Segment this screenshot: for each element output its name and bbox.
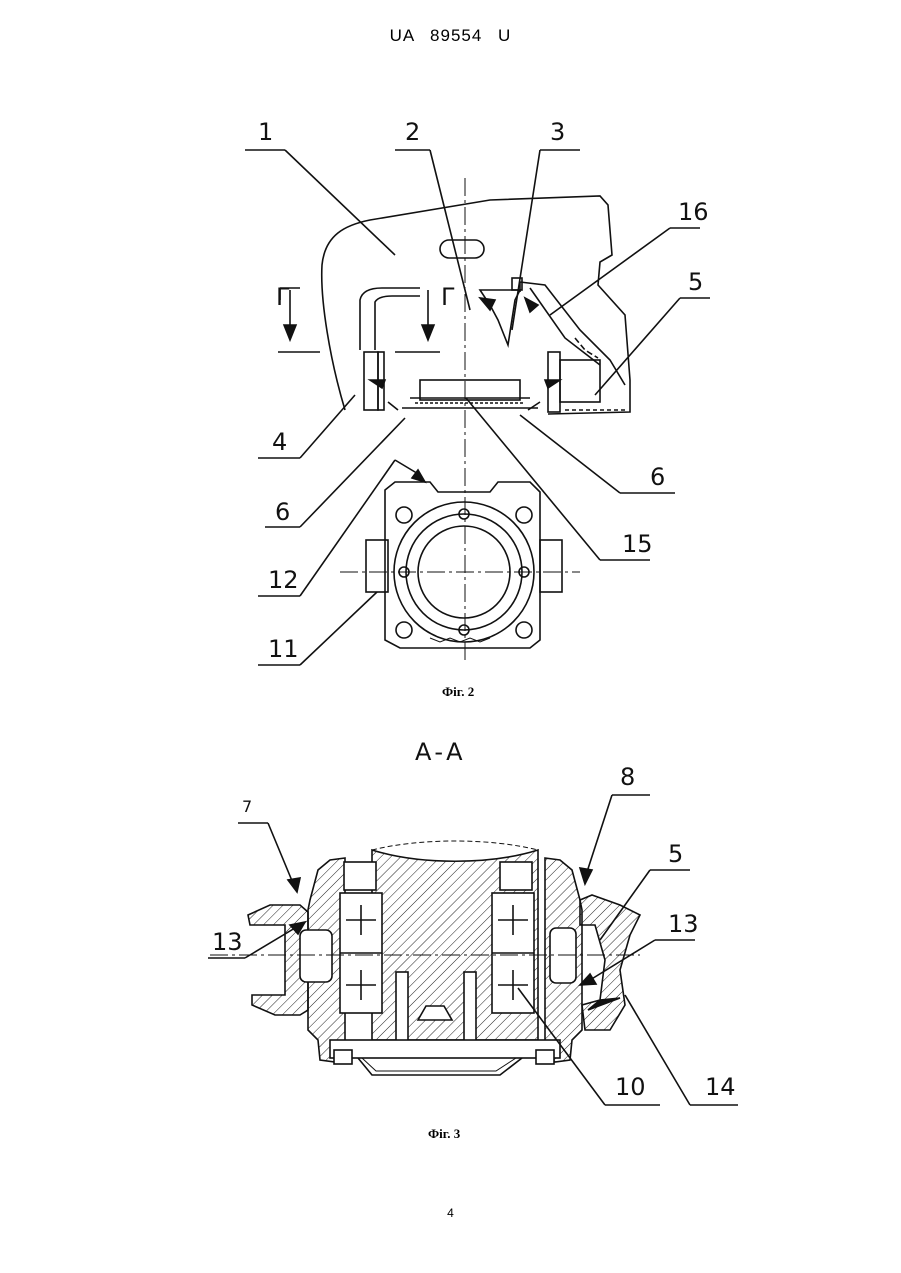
section-mark-left: Г xyxy=(276,283,291,311)
fig2-caption: Фіг. 2 xyxy=(442,684,474,700)
fig2-label-6-right: 6 xyxy=(650,463,665,491)
fig2-label-5: 5 xyxy=(688,268,703,296)
fig3-caption: Фіг. 3 xyxy=(428,1126,460,1142)
fig2-label-1: 1 xyxy=(258,118,273,146)
fig3-label-5: 5 xyxy=(668,840,683,868)
fig3-label-7: 7 xyxy=(242,797,252,816)
fig2-label-3: 3 xyxy=(550,118,565,146)
fig3-label-13-left: 13 xyxy=(212,928,243,956)
fig3-label-14: 14 xyxy=(705,1073,736,1101)
fig2-label-11: 11 xyxy=(268,635,299,663)
fig3-label-10: 10 xyxy=(615,1073,646,1101)
section-mark-right: Г xyxy=(441,283,456,311)
fig2-label-2: 2 xyxy=(405,118,420,146)
fig3-label-13-right: 13 xyxy=(668,910,699,938)
section-label-aa: А-А xyxy=(415,738,466,766)
fig3-drawing xyxy=(208,795,738,1105)
page-number: 4 xyxy=(0,1206,901,1220)
fig2-label-16: 16 xyxy=(678,198,709,226)
fig2-drawing xyxy=(245,150,710,665)
fig2-label-12: 12 xyxy=(268,566,299,594)
fig3-label-8: 8 xyxy=(620,763,635,791)
fig2-label-15: 15 xyxy=(622,530,653,558)
fig2-label-4: 4 xyxy=(272,428,287,456)
fig2-label-6-left: 6 xyxy=(275,498,290,526)
